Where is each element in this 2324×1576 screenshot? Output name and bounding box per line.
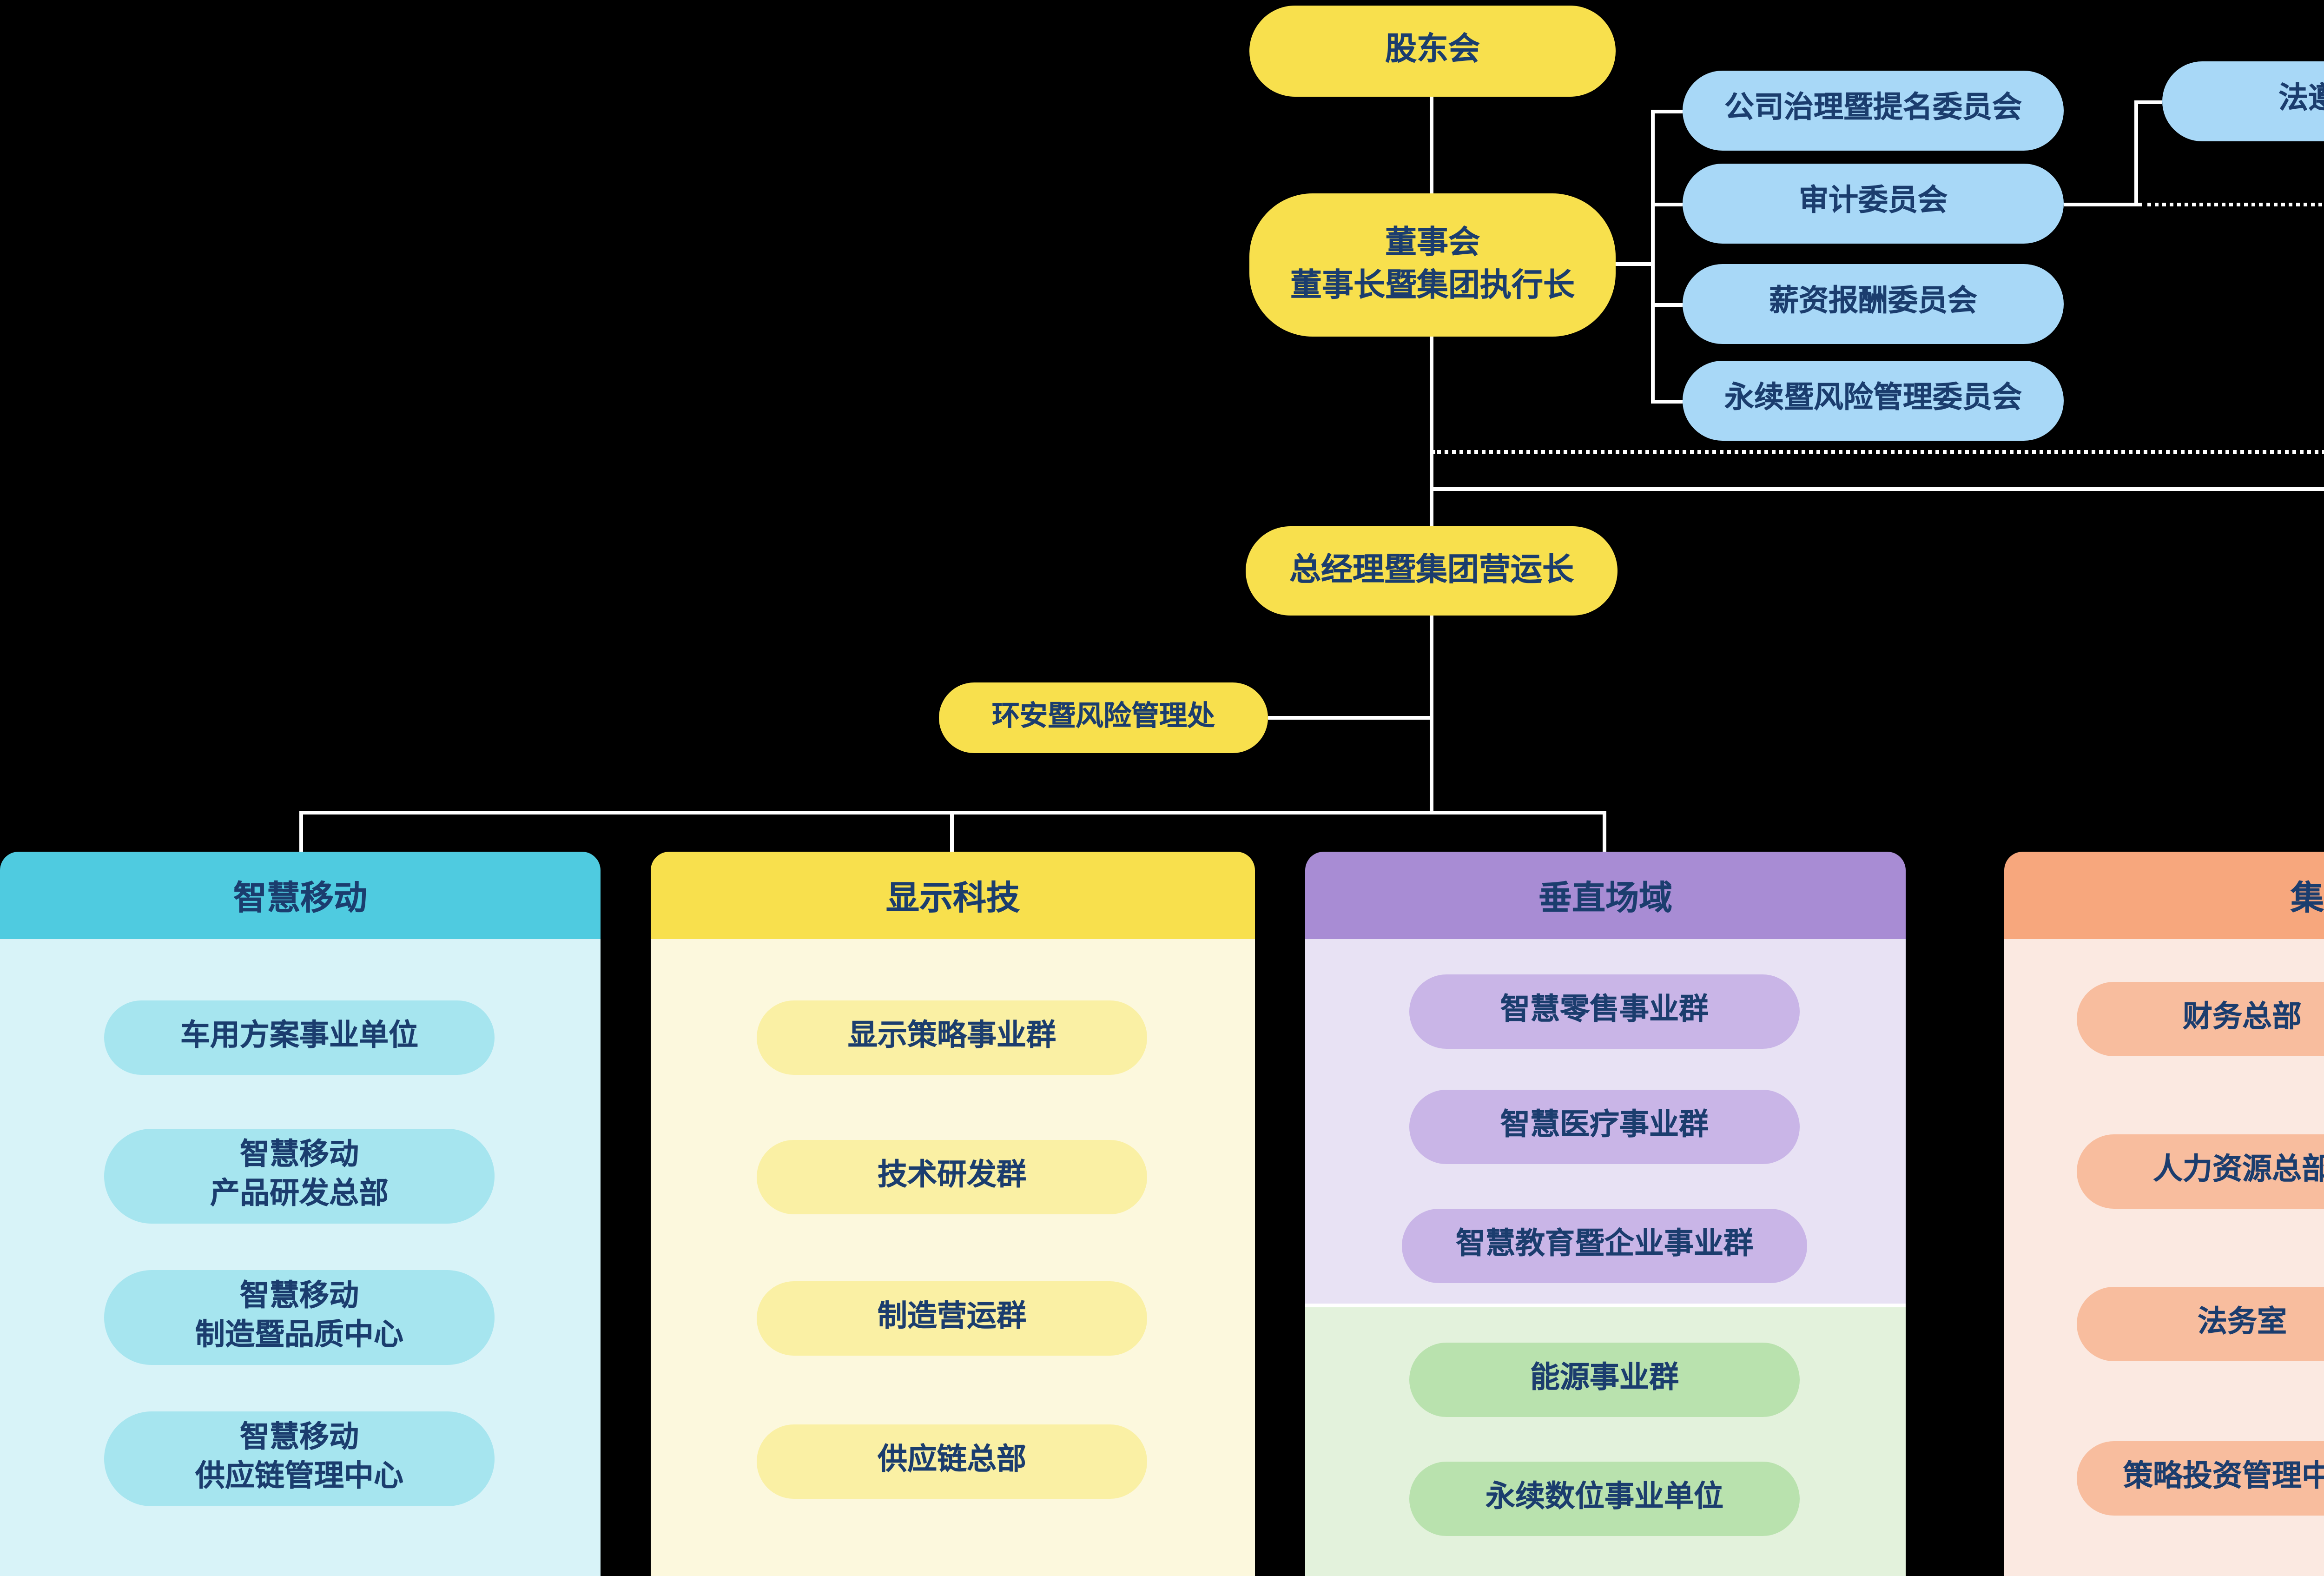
division-item: 制造营运群 — [757, 1281, 1147, 1356]
division-item: 供应链总部 — [757, 1424, 1147, 1499]
node-board-chairman: 董事会 董事长暨集团执行长 — [1249, 193, 1616, 337]
division-item: 智慧移动 供应链管理中心 — [104, 1411, 495, 1506]
division-item: 智慧移动 制造暨品质中心 — [104, 1270, 495, 1365]
division-header: 集团营运支援单位 — [2004, 852, 2324, 939]
division-item: 智慧零售事业群 — [1409, 974, 1800, 1049]
connector-compliance-stub — [2134, 100, 2162, 104]
connector-board-coo — [1430, 337, 1433, 526]
division-item: 智慧移动 产品研发总部 — [104, 1129, 495, 1224]
connector-support-branch-h — [1430, 487, 2324, 491]
connector-esg-branch — [1268, 716, 1432, 720]
connector-division-stub-3 — [1603, 811, 1606, 852]
division-smart-mobility: 智慧移动 车用方案事业单位 智慧移动 产品研发总部 智慧移动 制造暨品质中心 智… — [0, 852, 601, 1576]
division-header: 显示科技 — [651, 852, 1255, 939]
division-header: 垂直场域 — [1305, 852, 1906, 939]
connector-committee-stub-3 — [1651, 303, 1683, 307]
division-item: 技术研发群 — [757, 1140, 1147, 1214]
division-item: 永续数位事业单位 — [1409, 1462, 1800, 1536]
committee-sustainability-risk: 永续暨风险管理委员会 — [1683, 361, 2064, 441]
division-item: 智慧医疗事业群 — [1409, 1090, 1800, 1164]
connector-committee-stub-1 — [1651, 110, 1683, 113]
division-item: 人力资源总部 — [2077, 1134, 2324, 1209]
connector-audit-compliance-v — [2134, 100, 2138, 206]
connector-committee-stub-2 — [1651, 203, 1683, 206]
node-president-coo: 总经理暨集团营运长 — [1246, 526, 1618, 616]
node-shareholders: 股东会 — [1249, 6, 1616, 97]
division-item: 智慧教育暨企业事业群 — [1402, 1209, 1807, 1283]
division-header: 智慧移动 — [0, 852, 601, 939]
division-item: 法务室 — [2077, 1287, 2324, 1361]
dotted-compliance-to-main — [1432, 450, 2324, 454]
connector-shareholders-board — [1430, 97, 1433, 195]
connector-board-bracket-stub — [1616, 262, 1653, 266]
division-item: 车用方案事业单位 — [104, 1000, 495, 1075]
division-vertical-domains: 垂直场域 智慧零售事业群 智慧医疗事业群 智慧教育暨企业事业群 能源事业群 永续… — [1305, 852, 1906, 1576]
node-ehs-risk-management: 环安暨风险管理处 — [939, 682, 1268, 753]
division-item: 能源事业群 — [1409, 1343, 1800, 1417]
division-item: 财务总部 — [2077, 982, 2324, 1056]
connector-division-stub-2 — [950, 811, 954, 852]
division-item: 策略投资管理中心 — [2077, 1441, 2324, 1516]
committee-compensation: 薪资报酬委员会 — [1683, 264, 2064, 344]
connector-coo-down — [1430, 616, 1433, 814]
section-divider — [1305, 1304, 1906, 1307]
dotted-audit-right — [2138, 203, 2324, 206]
connector-audit-compliance-h — [2064, 203, 2138, 206]
committee-governance-nomination: 公司治理暨提名委员会 — [1683, 71, 2064, 151]
connector-committee-stub-4 — [1651, 400, 1683, 404]
division-item: 显示策略事业群 — [757, 1000, 1147, 1075]
connector-division-stub-1 — [299, 811, 303, 852]
node-chief-compliance-counsel: 法遵总顾问 — [2162, 61, 2324, 141]
division-group-support: 集团营运支援单位 财务总部 数位技术发展总部 人力资源总部 永续发展总部 法务室… — [2004, 852, 2324, 1576]
committee-audit: 审计委员会 — [1683, 164, 2064, 244]
division-display-tech: 显示科技 显示策略事业群 技术研发群 制造营运群 供应链总部 — [651, 852, 1255, 1576]
connector-committee-bracket — [1651, 110, 1655, 404]
